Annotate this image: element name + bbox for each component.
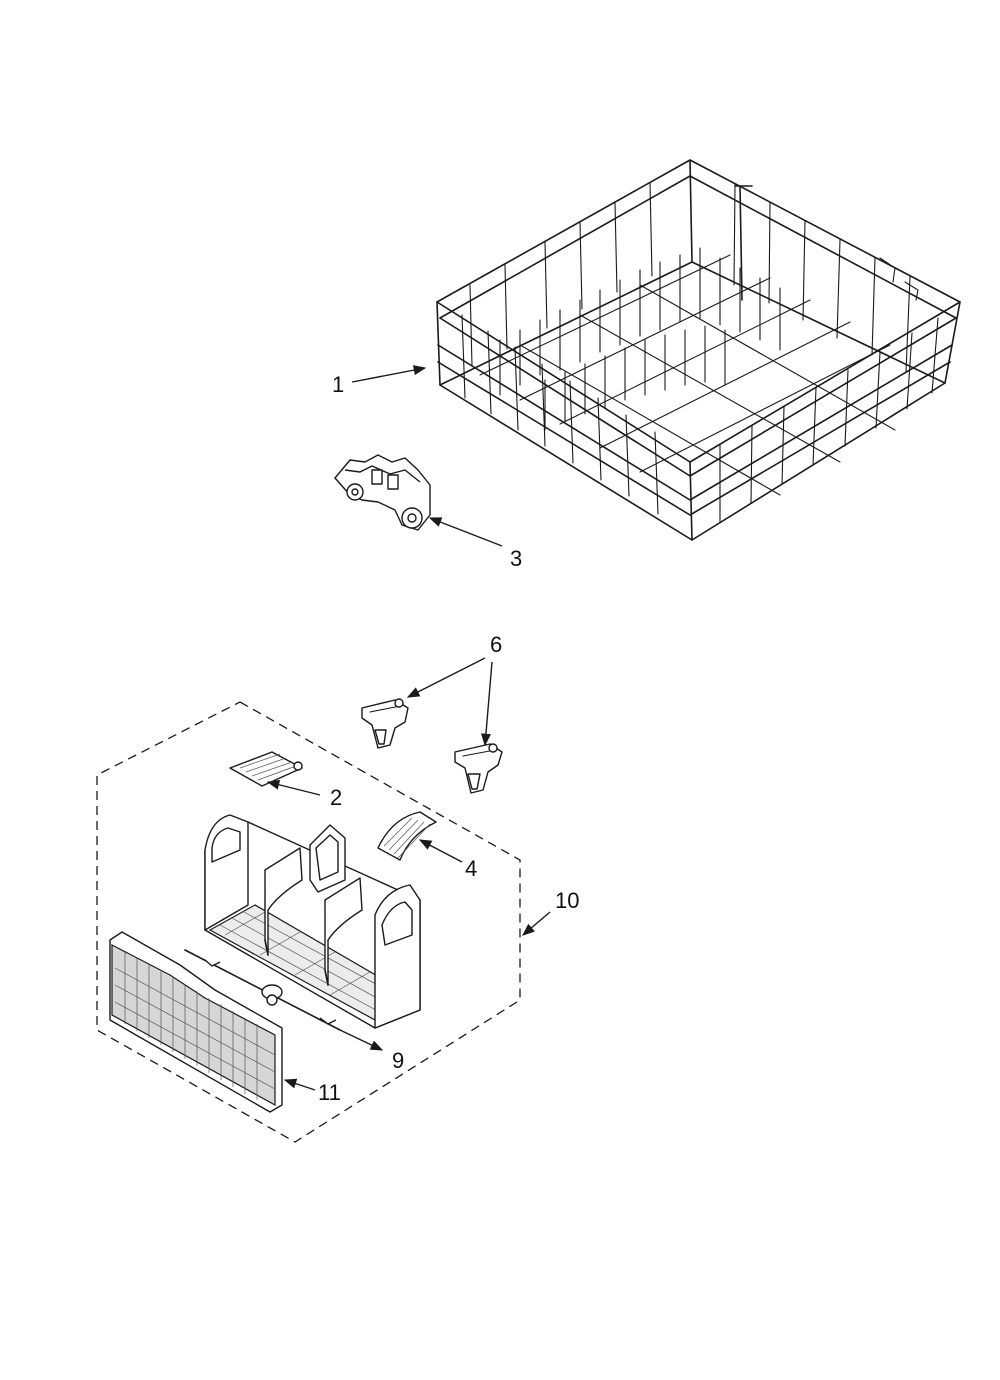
callout-6: 6 [490, 632, 502, 657]
callout-3: 3 [510, 546, 522, 571]
callout-4: 4 [465, 856, 477, 881]
basket-body [204, 814, 421, 1029]
leader-lines [266, 365, 551, 1091]
leader-6a [406, 657, 486, 698]
cover-4 [377, 811, 437, 861]
lower-rack [436, 159, 961, 541]
leader-10 [522, 911, 551, 936]
leader-11 [283, 1078, 316, 1091]
leader-9 [339, 1029, 384, 1051]
wheel-bracket-3 [334, 454, 431, 531]
callout-1: 1 [332, 372, 344, 397]
assembly-10-outline [96, 701, 521, 1143]
cover-2 [229, 751, 303, 787]
panel-11 [109, 931, 283, 1113]
callout-11: 11 [318, 1080, 341, 1105]
leader-3 [428, 517, 503, 547]
callout-2: 2 [330, 785, 342, 810]
leader-1 [351, 365, 427, 383]
leader-2 [266, 779, 321, 796]
leader-4 [418, 839, 463, 863]
rod-9 [184, 949, 341, 1031]
clip-6a [361, 698, 409, 749]
callout-9: 9 [392, 1048, 404, 1073]
callout-10: 10 [555, 888, 579, 913]
rack-top-rim [436, 159, 961, 463]
clip-6b [454, 743, 503, 794]
leader-6b [480, 661, 493, 747]
